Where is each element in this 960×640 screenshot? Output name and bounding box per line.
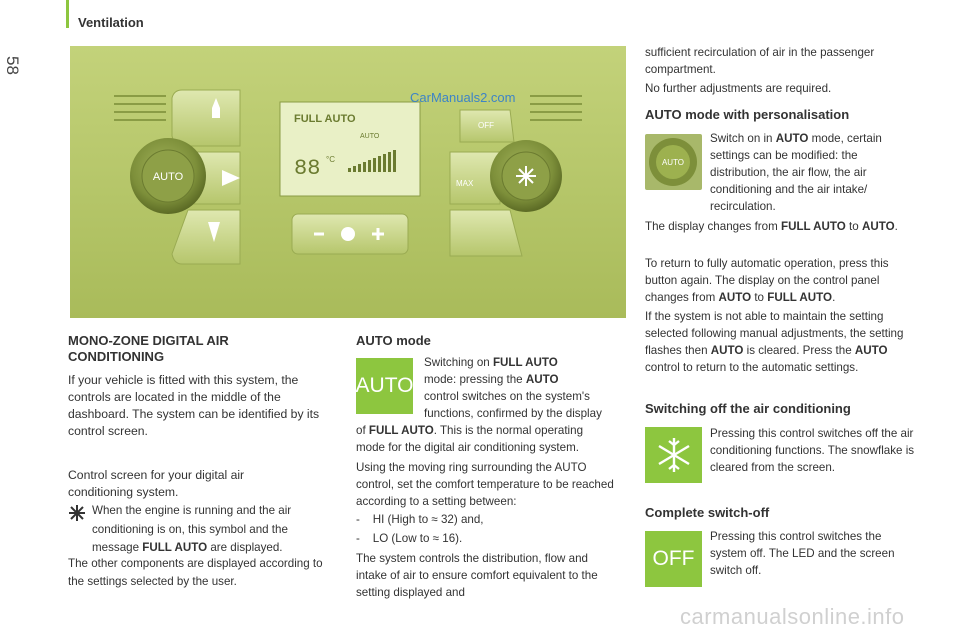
personalisation-title: AUTO mode with personalisation [645,107,850,122]
switch-off-text: Pressing this control switches off the a… [710,427,915,474]
panel-off-label: OFF [478,121,494,130]
other-components: The other components are displayed accor… [68,557,323,588]
auto-tile: AUTO [356,358,413,414]
footer-watermark: carmanualsonline.info [680,604,905,629]
return-auto-text: To return to fully automatic operation, … [645,257,889,304]
auto-knob-thumbnail: AUTO [645,134,702,190]
complete-switch-off-text: Pressing this control switches the syste… [710,530,895,577]
control-panel-illustration: AUTO FULL AUTO AUTO 88 °C OFF MAX [70,46,626,318]
flash-text: If the system is not able to maintain th… [645,310,904,374]
display-change-text: The display changes from FULL AUTO to AU… [645,220,898,233]
section-title: Ventilation [78,15,144,30]
complete-switch-off-title: Complete switch-off [645,505,770,520]
hi-item: - HI (High to ≈ 32) and, [356,513,484,526]
lo-item: - LO (Low to ≈ 16). [356,532,463,545]
snowflake-icon [68,504,86,522]
system-controls-text: The system controls the distribution, fl… [356,552,598,599]
panel-max-label: MAX [456,179,474,188]
display-temperature: 88 [294,156,320,181]
screen-caption: Control screen for your digital air cond… [68,468,245,499]
thumbnail-auto-label: AUTO [662,158,684,167]
header-accent-bar [66,0,69,28]
switching-on-text: Switching on FULL AUTO mode: pressing th… [424,356,602,420]
recirculation-text: sufficient recirculation of air in the p… [645,46,875,76]
display-mode-text: FULL AUTO [294,113,356,125]
page-number: 58 [3,56,22,75]
control-panel-photo: AUTO FULL AUTO AUTO 88 °C OFF MAX [70,46,626,318]
note-fullauto: When the engine is running and the air c… [92,504,292,554]
snowflake-icon [657,438,690,472]
knob-auto-label: AUTO [153,171,184,183]
ring-text: Using the moving ring surrounding the AU… [356,461,614,508]
auto-mode-title: AUTO mode [356,333,431,348]
display-recirc-auto: AUTO [360,133,380,140]
off-tile: OFF [645,531,702,587]
left-title: MONO-ZONE DIGITAL AIR CONDITIONING [68,333,229,364]
switching-on-cont: of FULL AUTO. This is the normal operati… [356,424,584,454]
left-intro: If your vehicle is fitted with this syst… [68,373,320,438]
personalisation-text: Switch on in AUTO mode, certain settings… [710,132,882,213]
snowflake-tile [645,427,702,483]
no-further-text: No further adjustments are required. [645,82,832,95]
watermark-link[interactable]: CarManuals2.com [410,90,516,105]
display-unit: °C [326,155,335,164]
switch-off-title: Switching off the air conditioning [645,401,851,416]
